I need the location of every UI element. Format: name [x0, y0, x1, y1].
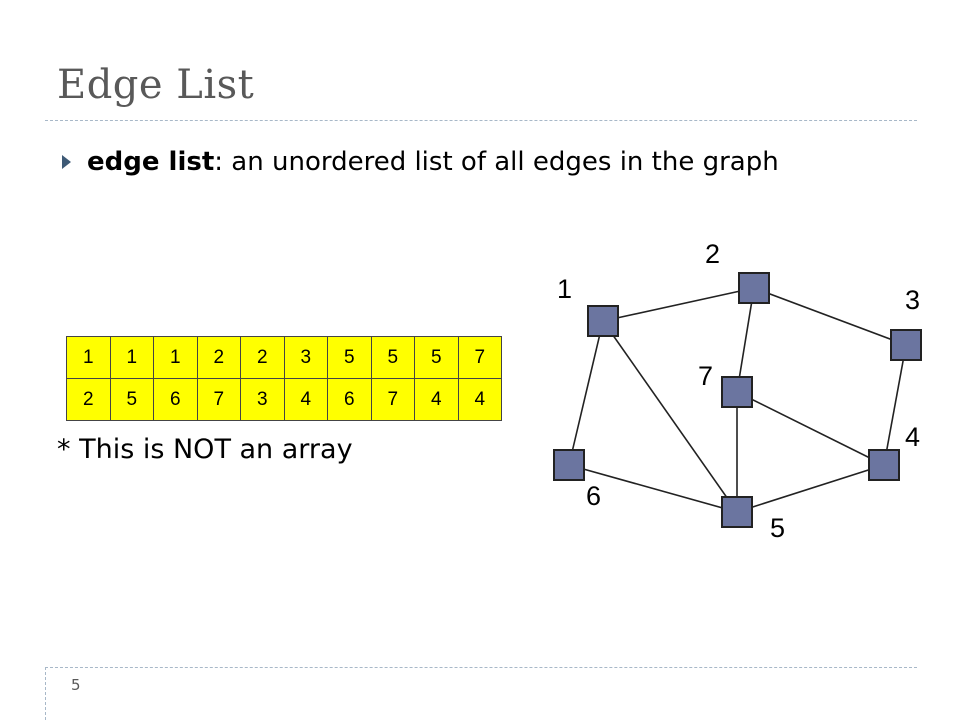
graph-edge-2-7: [736, 287, 755, 393]
graph-edge-1-6: [568, 320, 604, 466]
node-label-1: 1: [557, 274, 572, 304]
graph-nodes: [553, 272, 922, 528]
edge-to-cell: 4: [414, 378, 459, 421]
node-label-5: 5: [770, 513, 785, 543]
graph-edge-5-6: [568, 464, 738, 513]
graph-node-7: [721, 376, 753, 408]
edge-to-cell: 7: [196, 378, 241, 421]
edge-to-cell: 5: [109, 378, 154, 421]
graph-node-3: [890, 329, 922, 361]
array-note: * This is NOT an array: [57, 434, 353, 465]
footer-vertical-divider: [45, 667, 46, 720]
graph-node-1: [587, 305, 619, 337]
edge-to-cell: 2: [66, 378, 111, 421]
graph-edge-1-5: [602, 320, 738, 513]
graph-edge-7-4: [736, 391, 885, 466]
edge-from-row: 1 1 1 2 2 3 5 5 5 7: [66, 336, 502, 379]
graph-edge-3-4: [883, 344, 907, 466]
bullet-text: : an unordered list of all edges in the …: [214, 147, 779, 177]
graph-edges: [568, 287, 907, 513]
title-divider: [45, 120, 917, 121]
edge-to-cell: 6: [153, 378, 198, 421]
edge-list-table: 1 1 1 2 2 3 5 5 5 7 2 5 6 7 3 4 6 7 4 4: [66, 336, 502, 421]
graph-node-5: [721, 496, 753, 528]
node-label-4: 4: [905, 422, 920, 452]
edge-to-cell: 6: [327, 378, 372, 421]
edge-from-cell: 5: [370, 336, 415, 379]
node-label-3: 3: [905, 285, 920, 315]
graph-edge-5-4: [736, 464, 885, 513]
node-label-7: 7: [698, 361, 713, 391]
edge-from-cell: 7: [457, 336, 502, 379]
edge-to-row: 2 5 6 7 3 4 6 7 4 4: [66, 378, 502, 421]
node-label-6: 6: [586, 481, 601, 511]
slide-number: 5: [71, 676, 81, 694]
graph-node-2: [738, 272, 770, 304]
graph-node-labels: 1 2 3 4 5 6 7: [557, 239, 920, 543]
edge-from-cell: 2: [240, 336, 285, 379]
edge-from-cell: 5: [327, 336, 372, 379]
edge-to-cell: 4: [283, 378, 328, 421]
edge-from-cell: 1: [109, 336, 154, 379]
edge-from-cell: 3: [283, 336, 328, 379]
graph-edge-1-2: [602, 287, 755, 322]
bullet-arrow-icon: [62, 155, 71, 169]
edge-to-cell: 3: [240, 378, 285, 421]
slide-title: Edge List: [57, 62, 255, 108]
footer-divider: [45, 667, 917, 668]
graph-node-6: [553, 449, 585, 481]
graph-edge-2-3: [753, 287, 907, 346]
node-label-2: 2: [705, 239, 720, 269]
graph-node-4: [868, 449, 900, 481]
edge-to-cell: 4: [457, 378, 502, 421]
bullet-term: edge list: [87, 147, 215, 177]
bullet-item: edge list : an unordered list of all edg…: [62, 142, 779, 182]
edge-from-cell: 2: [196, 336, 241, 379]
